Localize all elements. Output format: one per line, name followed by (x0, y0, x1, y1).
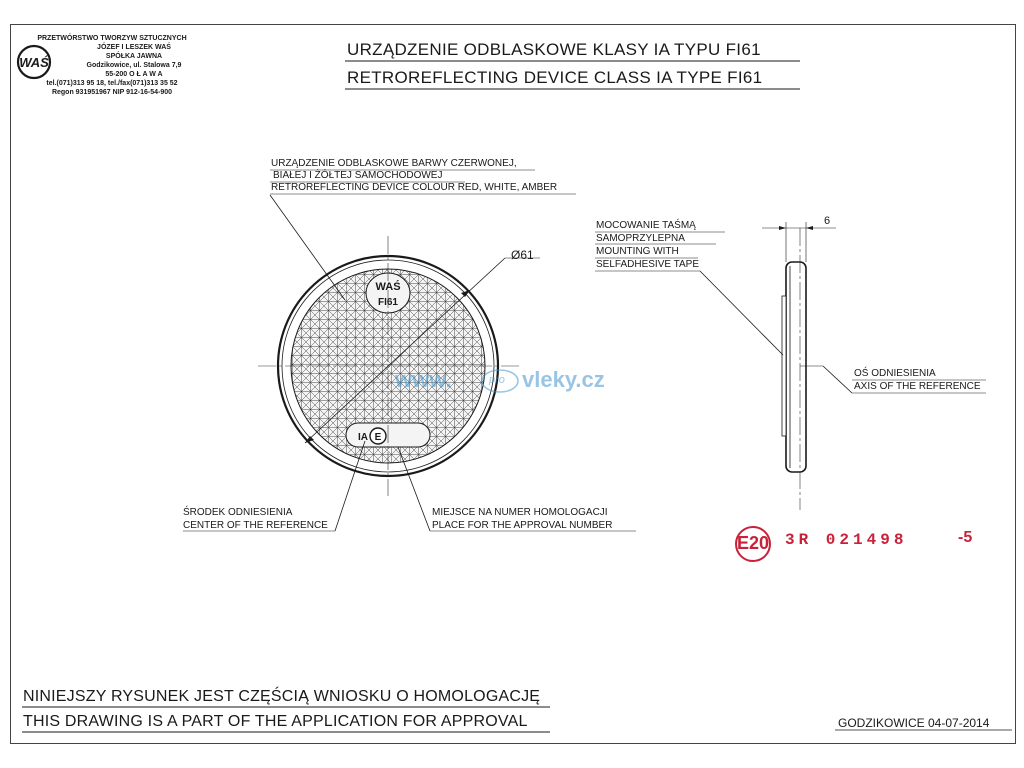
company-line: PRZETWÓRSTWO TWORZYW SZTUCZNYCH (37, 35, 187, 42)
drawing-frame (10, 24, 1016, 744)
e20-stamp-circle (735, 526, 771, 562)
title-polish: URZĄDZENIE ODBLASKOWE KLASY IA TYPU FI61 (347, 40, 761, 59)
logo-text: WAŚ (19, 55, 49, 70)
callout-approval-line2: PLACE FOR THE APPROVAL NUMBER (432, 520, 613, 531)
company-logo: WAŚ (16, 44, 52, 80)
company-block: PRZETWÓRSTWO TWORZYW SZTUCZNYCH JÓZEF I … (14, 34, 210, 97)
e-mark-circle (369, 427, 387, 445)
company-line: 55-200 O Ł A W A (105, 71, 163, 78)
watermark-right: vleky.cz (522, 367, 605, 392)
company-line: tel.(071)313 95 18, tel./fax(071)313 35 … (46, 80, 178, 87)
watermark-middle: pro (489, 374, 505, 386)
lens-side-view (762, 222, 836, 510)
e20-stamp-text: E20 (737, 533, 770, 553)
callout-axis-line1: OŚ ODNIESIENIA (854, 368, 936, 379)
callout-approval-line1: MIEJSCE NA NUMER HOMOLOGACJI (432, 507, 608, 518)
callout-mounting-line2: SAMOPRZYLEPNA (596, 233, 685, 244)
callout-device-line1: URZĄDZENIE ODBLASKOWE BARWY CZERWONEJ, (271, 158, 517, 169)
footer-english: THIS DRAWING IS A PART OF THE APPLICATIO… (23, 713, 528, 730)
approval-suffix: -5 (958, 529, 973, 546)
callout-device-line2: BIAŁEJ I ŻÓŁTEJ SAMOCHODOWEJ (273, 170, 443, 181)
watermark-left: www. (395, 367, 452, 392)
footer-polish: NINIEJSZY RYSUNEK JEST CZĘŚCIĄ WNIOSKU O… (23, 688, 541, 705)
callout-center-line2: CENTER OF THE REFERENCE (183, 520, 328, 531)
callout-device-line3: RETROREFLECTING DEVICE COLOUR RED, WHITE… (271, 182, 558, 193)
title-english: RETROREFLECTING DEVICE CLASS IA TYPE FI6… (347, 68, 763, 87)
lens-class-text: IA (358, 432, 368, 443)
approval-number: 3R 021498 (785, 531, 908, 549)
lens-front-view: WAŚ FI61 IA E (258, 236, 520, 496)
company-line: Godzikowice, ul. Stalowa 7,9 (86, 62, 182, 69)
company-line: JÓZEF I LESZEK WAŚ (97, 44, 171, 51)
lens-e-mark: E (375, 432, 382, 443)
thickness-label: 6 (824, 215, 831, 227)
callout-axis-line2: AXIS OF THE REFERENCE (854, 381, 981, 392)
callout-mounting-line4: SELFADHESIVE TAPE (596, 259, 700, 270)
footer-place-date: GODZIKOWICE 04-07-2014 (838, 716, 990, 730)
company-line: SPÓŁKA JAWNA (105, 53, 163, 60)
company-line: Regon 931951967 NIP 912-16-54-900 (51, 89, 173, 96)
callout-mounting-line3: MOUNTING WITH (596, 246, 679, 257)
callout-mounting-line1: MOCOWANIE TAŚMĄ (596, 220, 696, 231)
callout-center-line1: ŚRODEK ODNIESIENIA (183, 507, 293, 518)
diameter-label: Ø61 (511, 248, 534, 262)
